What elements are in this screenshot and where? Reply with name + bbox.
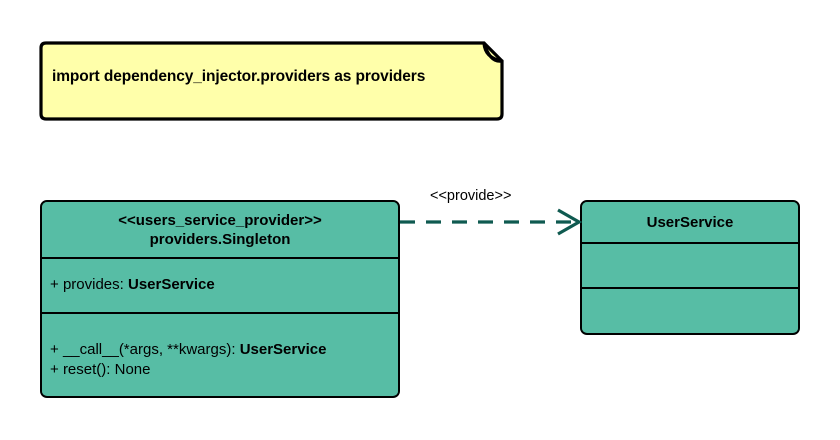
class-operations-service [582, 287, 798, 332]
note-shape [39, 41, 504, 121]
import-note[interactable]: import dependency_injector.providers as … [38, 40, 505, 122]
note-text: import dependency_injector.providers as … [52, 68, 426, 85]
operation-label: reset(): None [62, 361, 151, 378]
class-name-service: UserService [646, 213, 734, 231]
class-name-provider: providers.Singleton [149, 230, 291, 248]
operation-row: + __call__(*args, **kwargs): UserService [42, 340, 398, 360]
connector-label: <<provide>> [430, 188, 512, 204]
class-operations-provider: + __call__(*args, **kwargs): UserService… [42, 312, 398, 395]
class-attributes-provider: + provides: UserService [42, 257, 398, 312]
operation-visibility: + [50, 361, 59, 378]
attribute-type: UserService [127, 276, 215, 293]
operation-label: __call__(*args, **kwargs): [62, 341, 236, 358]
class-box-service[interactable]: UserService [580, 200, 800, 335]
class-header-provider: <<users_service_provider>> providers.Sin… [42, 202, 398, 257]
operation-visibility: + [50, 341, 59, 358]
attribute-visibility: + [50, 276, 59, 293]
provide-dependency-arrow[interactable] [395, 182, 590, 242]
operation-row: + reset(): None [42, 360, 398, 380]
class-box-provider[interactable]: <<users_service_provider>> providers.Sin… [40, 200, 400, 398]
attribute-label: provides: [62, 276, 124, 293]
class-stereotype-provider: <<users_service_provider>> [118, 211, 322, 229]
operation-type: UserService [239, 341, 327, 358]
class-attributes-service [582, 242, 798, 287]
class-header-service: UserService [582, 202, 798, 242]
attribute-row: + provides: UserService [42, 275, 398, 295]
arrowhead-open-icon [557, 208, 583, 236]
